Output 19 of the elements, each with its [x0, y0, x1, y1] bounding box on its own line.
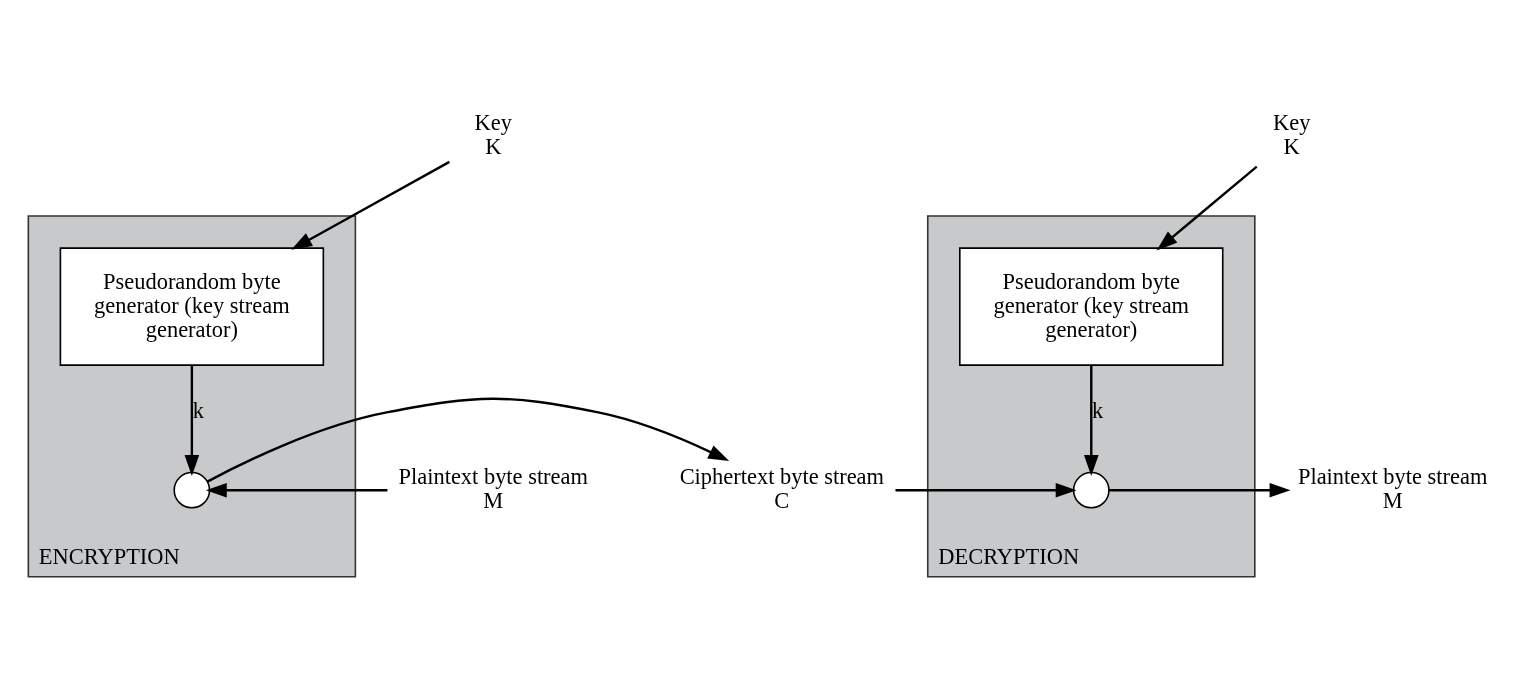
node-text: Key K — [1272, 109, 1311, 159]
node-box: Pseudorandom byte generator (key stream generator) — [59, 246, 325, 366]
arrow — [1108, 482, 1291, 497]
arrow — [184, 364, 200, 476]
node-circle — [173, 471, 211, 509]
node-box: Pseudorandom byte generator (key stream generator) — [959, 246, 1224, 366]
arrow — [206, 397, 730, 483]
node-text: Plaintext byte stream M — [1297, 463, 1488, 513]
arrow — [291, 160, 450, 250]
edge-label: k — [192, 397, 204, 423]
arrow — [205, 482, 388, 497]
arrow — [895, 482, 1077, 497]
node-text: Plaintext byte stream M — [398, 463, 588, 513]
node-circle — [1072, 471, 1110, 509]
node-text: Key K — [474, 109, 512, 159]
edge-label: k — [1092, 397, 1104, 423]
node-text: Ciphertext byte stream C — [679, 463, 885, 513]
arrow — [1156, 165, 1258, 250]
arrow — [1083, 364, 1099, 476]
